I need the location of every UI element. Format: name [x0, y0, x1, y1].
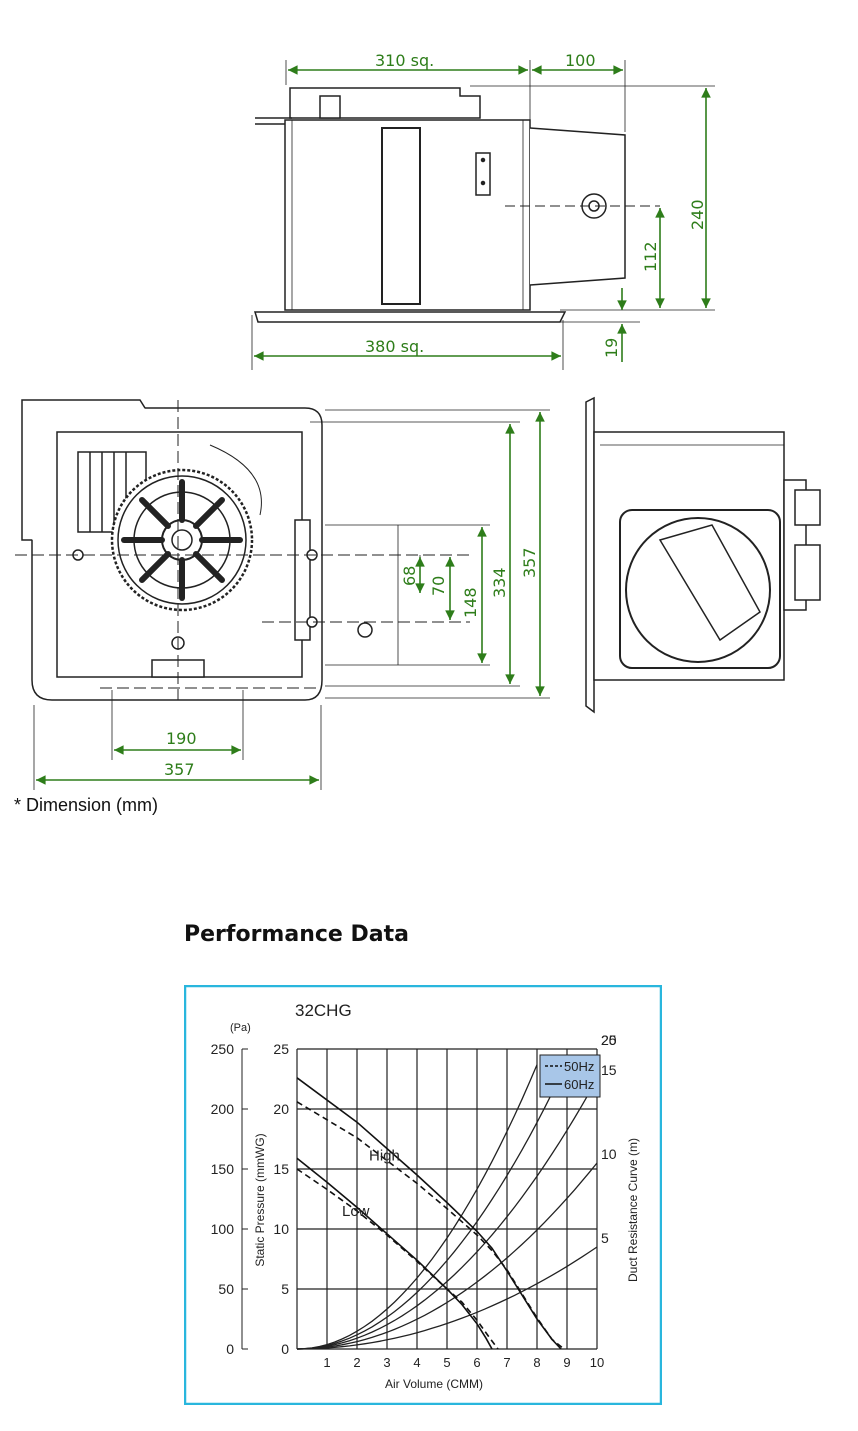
x-tick-label: 5 [443, 1355, 450, 1370]
performance-curve-high-60hz [296, 1077, 562, 1350]
curve-label-low: Low [342, 1203, 370, 1220]
dim-357-vertical: 357 [520, 547, 539, 578]
x-tick-label: 7 [503, 1355, 510, 1370]
x-tick-label: 10 [590, 1355, 604, 1370]
duct-curve-label: 20 [601, 1032, 617, 1048]
performance-curve-high-50hz [296, 1101, 565, 1350]
x-tick-label: 1 [323, 1355, 330, 1370]
duct-curve-label: 15 [601, 1062, 617, 1078]
duct-curve-label: 25 [601, 1032, 617, 1048]
y-tick-label-mmwg: 0 [281, 1341, 289, 1357]
x-axis-label: Air Volume (CMM) [385, 1377, 483, 1391]
x-tick-label: 8 [533, 1355, 540, 1370]
dim-357-horizontal: 357 [164, 760, 195, 779]
y-tick-label-mmwg: 20 [273, 1101, 289, 1117]
legend-box [539, 1054, 601, 1098]
y-tick-label-pa: 150 [211, 1161, 235, 1177]
y-tick-label-pa: 100 [211, 1221, 235, 1237]
plan-view [15, 399, 550, 790]
dim-240: 240 [688, 199, 707, 230]
legend-label: 50Hz [564, 1059, 594, 1074]
right-axis-label: Duct Resistance Curve (m) [626, 1138, 640, 1282]
dim-310: 310 sq. [375, 51, 434, 70]
y-tick-label-mmwg: 25 [273, 1041, 289, 1057]
dim-334: 334 [490, 567, 509, 598]
pa-unit-label: (Pa) [230, 1022, 251, 1034]
duct-curve-label: 10 [601, 1146, 617, 1162]
y-tick-label-mmwg: 15 [273, 1161, 289, 1177]
dim-68: 68 [400, 566, 419, 586]
dim-19: 19 [602, 338, 621, 358]
dim-190: 190 [166, 729, 197, 748]
legend-label: 60Hz [564, 1077, 594, 1092]
chart-model: 32CHG [295, 1001, 352, 1020]
curve-label-high: High [369, 1148, 400, 1165]
dim-112: 112 [641, 241, 660, 272]
duct-curve-15 [296, 1078, 598, 1350]
x-tick-label: 2 [353, 1355, 360, 1370]
dimension-note: * Dimension (mm) [14, 795, 159, 815]
y-tick-label-pa: 250 [211, 1041, 235, 1057]
duct-curve-5 [296, 1246, 598, 1350]
duct-curve-label: 5 [601, 1230, 609, 1246]
y-tick-label-pa: 0 [226, 1341, 234, 1357]
technical-drawing: 310 sq. 100 240 112 19 380 sq. [15, 51, 821, 790]
side-dimension-lines [253, 65, 711, 362]
performance-title: Performance Data [184, 922, 409, 947]
plan-dimension-lines [36, 411, 545, 785]
x-tick-label: 4 [413, 1355, 420, 1370]
y-tick-label-mmwg: 5 [281, 1281, 289, 1297]
dim-70: 70 [429, 576, 448, 596]
x-tick-label: 3 [383, 1355, 390, 1370]
duct-curve-10 [296, 1162, 598, 1350]
end-view [585, 396, 821, 714]
y-tick-label-pa: 50 [218, 1281, 234, 1297]
x-tick-label: 9 [563, 1355, 570, 1370]
dim-100: 100 [565, 51, 596, 70]
duct-curve-20 [296, 1062, 568, 1350]
dim-148: 148 [461, 587, 480, 618]
y-tick-label-pa: 200 [211, 1101, 235, 1117]
x-tick-label: 6 [473, 1355, 480, 1370]
y-tick-label-mmwg: 10 [273, 1221, 289, 1237]
duct-curve-25 [296, 1064, 538, 1350]
y-axis-label: Static Pressure (mmWG) [253, 1133, 267, 1266]
dim-380: 380 sq. [365, 337, 424, 356]
side-elevation [251, 60, 715, 370]
performance-curve-low-50hz [296, 1168, 499, 1350]
